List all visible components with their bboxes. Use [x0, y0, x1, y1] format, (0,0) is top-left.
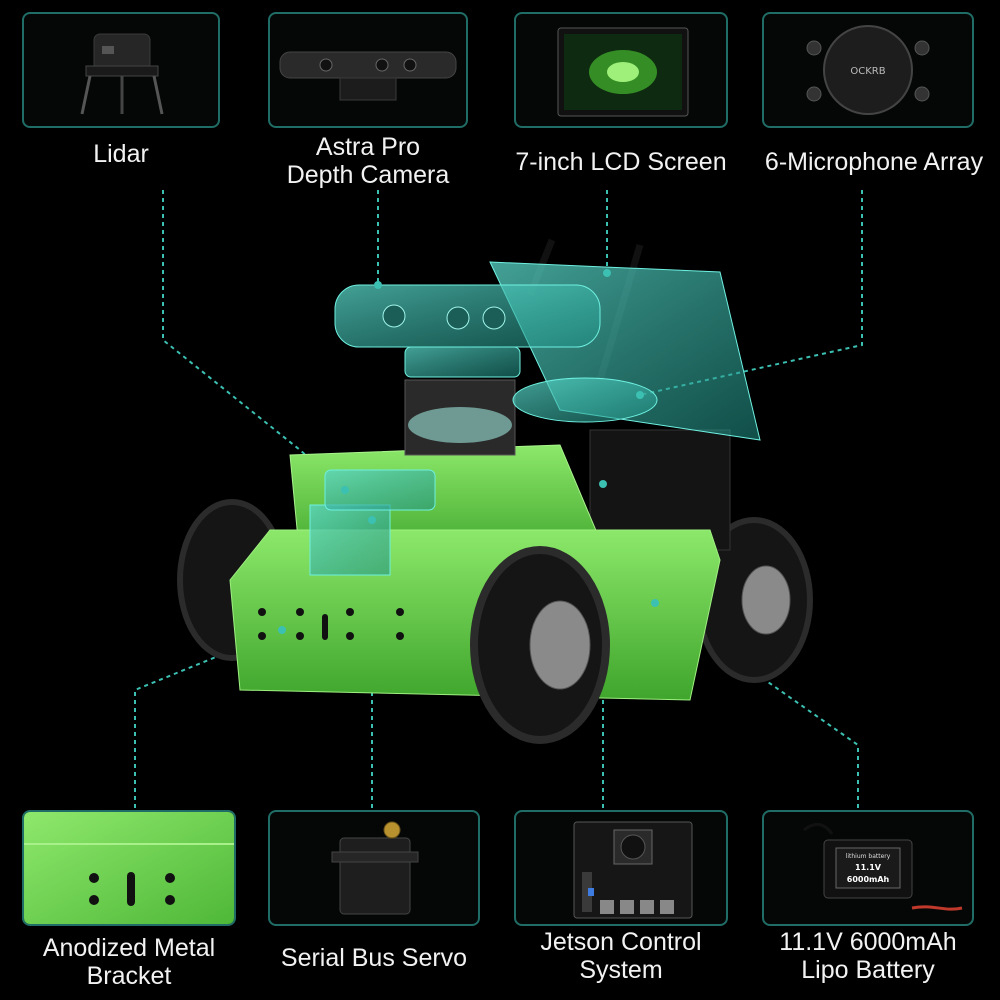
microphone-array-ghost [512, 377, 658, 423]
metal-bracket-icon [24, 812, 234, 924]
lidar-card [22, 12, 220, 128]
depth-camera-icon [279, 51, 457, 101]
battery-spec-voltage: 11.1V [855, 863, 882, 872]
battery-brand: lithium battery [846, 853, 891, 860]
servo-icon [331, 821, 419, 915]
servo-label-text: Serial Bus Servo [280, 944, 468, 972]
battery-card: lithium battery 11.1V 6000mAh [762, 810, 974, 926]
lidar-icon [80, 33, 164, 115]
servo-label: Serial Bus Servo [260, 944, 488, 972]
servo-card [268, 810, 480, 926]
battery-spec-capacity: 6000mAh [847, 875, 890, 884]
depth-camera-label-line1: Astra Pro [315, 133, 421, 161]
lcd-screen-icon [557, 27, 689, 117]
metal-bracket-label-line1: Anodized Metal [42, 934, 216, 962]
lcd-screen-card [514, 12, 728, 128]
metal-bracket-card [22, 810, 236, 926]
battery-icon: lithium battery 11.1V 6000mAh [803, 823, 963, 911]
wheel-front-right [470, 546, 610, 744]
wheel-rear-right [695, 517, 813, 683]
battery-label-line1: 11.1V 6000mAh [779, 928, 957, 956]
depth-camera-label: Astra Pro Depth Camera [260, 133, 476, 189]
control-board-label-line1: Jetson Control [540, 928, 702, 956]
battery-label: 11.1V 6000mAh Lipo Battery [752, 928, 984, 984]
metal-bracket-label: Anodized Metal Bracket [10, 934, 248, 990]
chassis-holes [258, 608, 404, 640]
microphone-array-card: OCKRB [762, 12, 974, 128]
lidar-ghost [324, 469, 436, 511]
microphone-array-label-text: 6-Microphone Array [764, 148, 984, 176]
battery-label-line2: Lipo Battery [801, 956, 935, 984]
control-board-icon [573, 821, 693, 919]
lidar-label: Lidar [22, 140, 220, 168]
depth-camera-label-line2: Depth Camera [286, 161, 450, 189]
microphone-array-icon: OCKRB [806, 25, 930, 115]
control-board-label-line2: System [579, 956, 663, 984]
servo-ghost [309, 504, 391, 576]
lcd-screen-label: 7-inch LCD Screen [506, 148, 736, 176]
depth-camera-card [268, 12, 468, 128]
lidar-label-text: Lidar [93, 140, 149, 168]
control-board-card [514, 810, 728, 926]
microphone-array-label: 6-Microphone Array [752, 148, 996, 176]
mic-badge: OCKRB [850, 66, 885, 77]
metal-bracket-label-line2: Bracket [86, 962, 172, 990]
lcd-screen-label-text: 7-inch LCD Screen [515, 148, 727, 176]
control-board-label: Jetson Control System [506, 928, 736, 984]
